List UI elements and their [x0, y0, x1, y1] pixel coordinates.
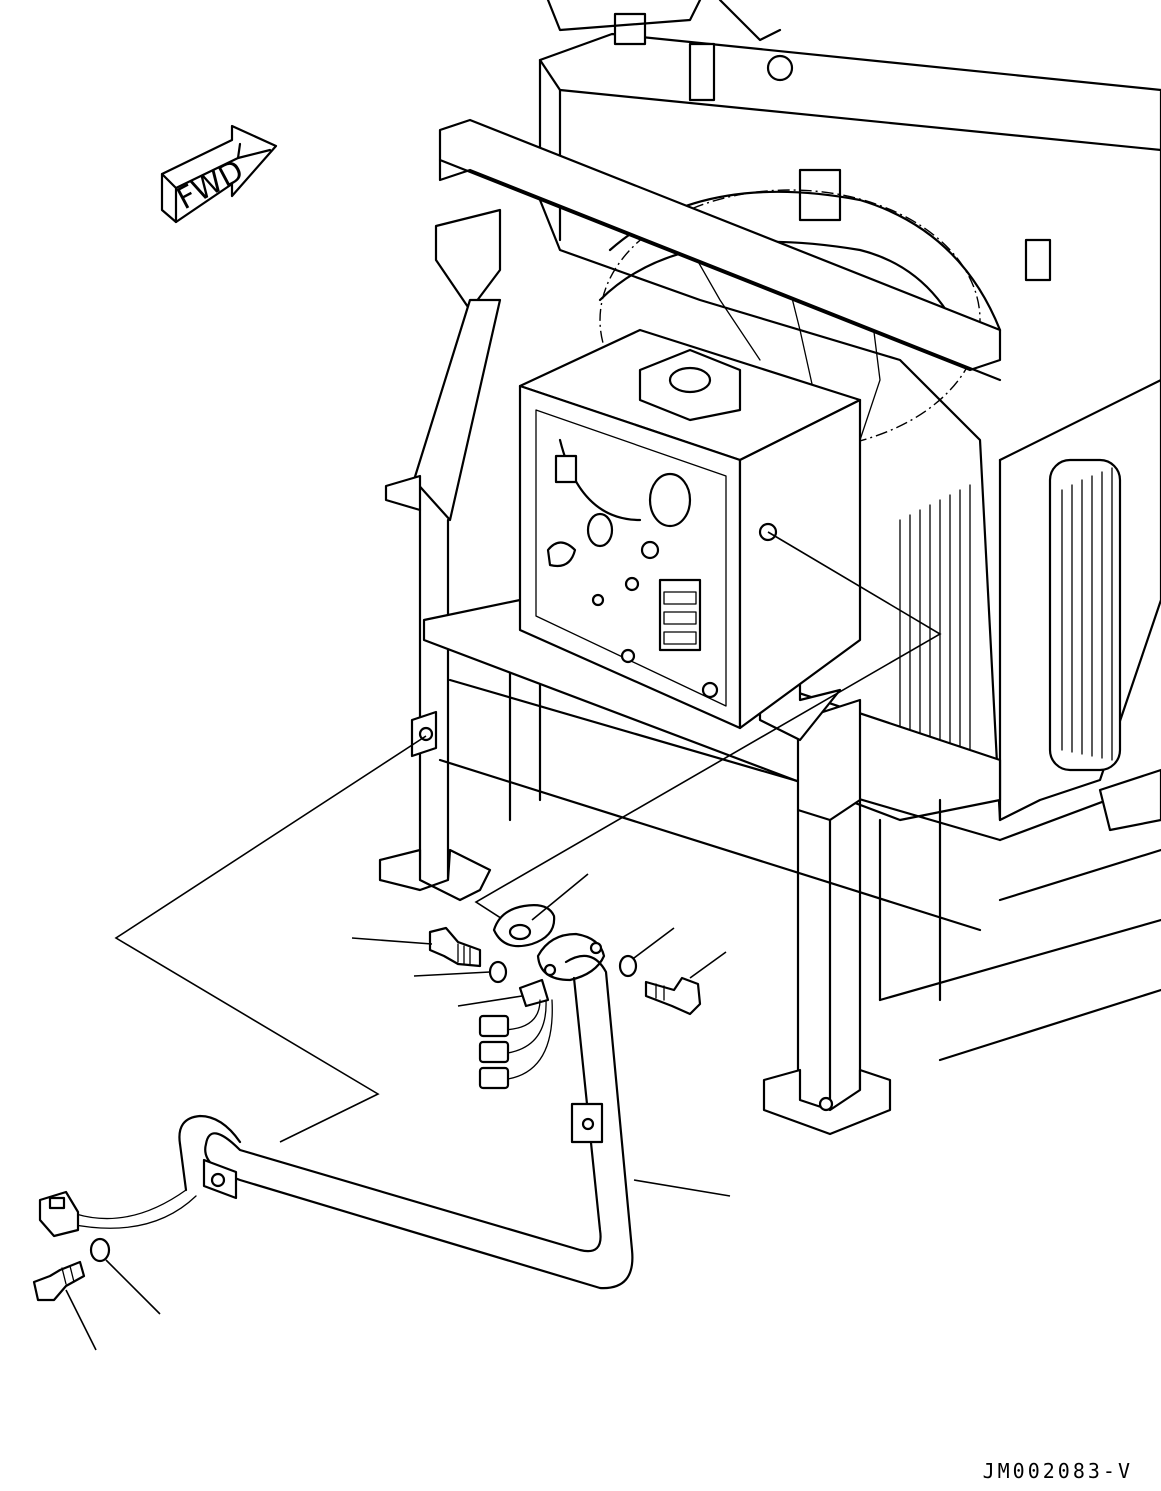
- washer-upper-right: [618, 954, 638, 978]
- end-connector: [38, 1189, 197, 1238]
- harness-clip: [518, 978, 550, 1008]
- gasket: [492, 904, 556, 948]
- bolt-lower-left: [32, 1260, 86, 1302]
- assembly-lines: [114, 531, 942, 1143]
- leader-lines: [65, 873, 731, 1351]
- washer-upper-left: [488, 960, 508, 984]
- bolt-upper-right: [644, 976, 702, 1016]
- control-box: [518, 328, 862, 730]
- connectors: [478, 999, 553, 1090]
- washer-lower-left: [89, 1237, 111, 1263]
- forward-arrow-icon: FWD: [160, 124, 278, 224]
- pipe-flange: [536, 932, 606, 982]
- harness-pipe: [178, 954, 634, 1290]
- bolt-upper-left: [428, 926, 482, 968]
- drawing-number: JM002083-V: [982, 1459, 1133, 1483]
